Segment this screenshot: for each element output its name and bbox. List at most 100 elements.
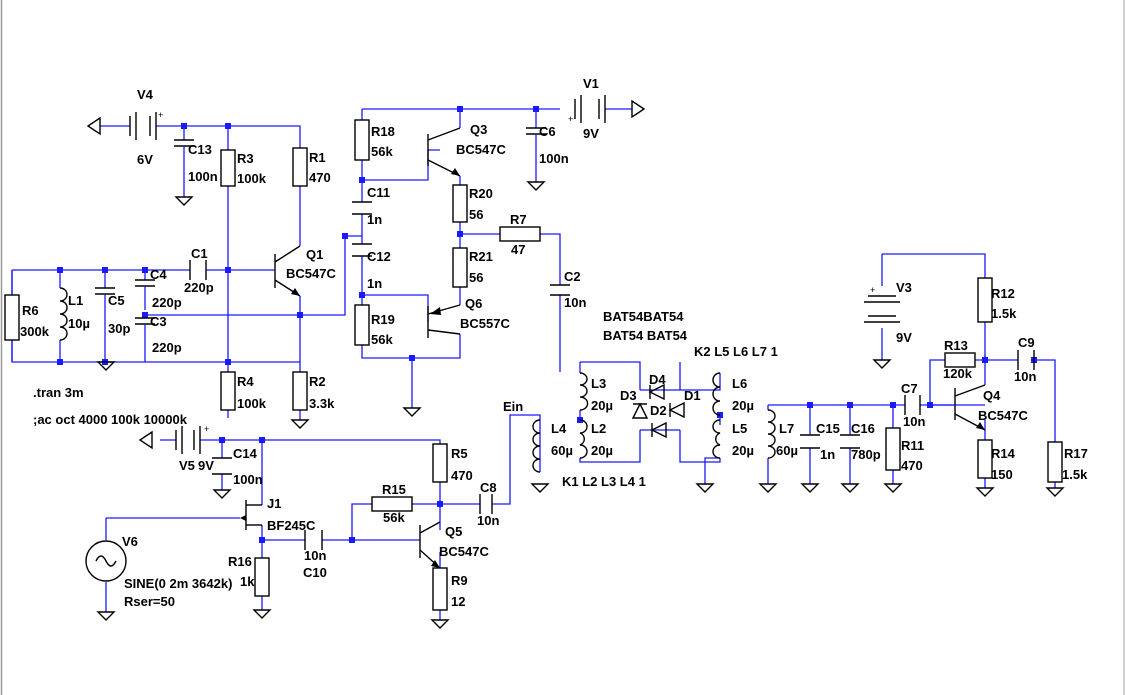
label-v6: V6 — [122, 534, 138, 549]
label-l2-val: 20µ — [591, 443, 613, 458]
label-r12: R12 — [991, 286, 1015, 301]
label-q3: Q3 — [470, 122, 487, 137]
resistors[interactable] — [4, 119, 1063, 611]
capacitors[interactable] — [95, 127, 1035, 550]
label-l5: L5 — [732, 421, 747, 436]
svg-text:+: + — [204, 424, 209, 434]
label-ein: Ein — [503, 399, 523, 414]
label-l6: L6 — [732, 376, 747, 391]
svg-text:+: + — [158, 110, 163, 120]
diodes[interactable] — [631, 383, 685, 439]
label-r21-val: 56 — [469, 270, 483, 285]
label-c14-val: 100n — [233, 472, 263, 487]
label-r6: R6 — [22, 303, 39, 318]
label-c10: C10 — [303, 565, 327, 580]
label-r17-val: 1.5k — [1062, 467, 1088, 482]
label-v4-val: 6V — [137, 152, 153, 167]
label-r19-val: 56k — [371, 332, 393, 347]
label-c9: C9 — [1018, 335, 1035, 350]
label-c15-val: 1n — [820, 447, 835, 462]
label-c10-val: 10n — [304, 548, 326, 563]
label-r19: R19 — [371, 312, 395, 327]
component-labels: V4 6V C13 100n R3 100k R1 470 Q1 BC547C … — [20, 76, 1088, 609]
label-v3-val: 9V — [896, 330, 912, 345]
label-r15: R15 — [382, 482, 406, 497]
label-r20: R20 — [469, 186, 493, 201]
label-k1: K1 L2 L3 L4 1 — [562, 474, 646, 489]
label-l4: L4 — [551, 421, 567, 436]
label-c1-val: 220p — [184, 280, 214, 295]
ground-symbols — [86, 99, 1065, 629]
spice-directives[interactable]: .tran 3m ;ac oct 4000 100k 10000k — [33, 385, 188, 427]
label-j1-val: BF245C — [267, 518, 316, 533]
label-r13: R13 — [944, 338, 968, 353]
label-c14: C14 — [233, 446, 258, 461]
label-r6-val: 300k — [20, 324, 50, 339]
label-r14: R14 — [991, 446, 1016, 461]
battery-v5[interactable]: + — [175, 424, 209, 454]
label-c7: C7 — [901, 381, 918, 396]
battery-v3[interactable]: + — [864, 285, 900, 323]
label-c3: C3 — [150, 314, 167, 329]
label-l4-val: 60µ — [551, 443, 573, 458]
label-c6: C6 — [539, 124, 556, 139]
label-r2: R2 — [309, 374, 326, 389]
label-r3-val: 100k — [237, 171, 267, 186]
label-c13-val: 100n — [188, 169, 218, 184]
label-c4: C4 — [150, 267, 167, 282]
label-q1: Q1 — [306, 247, 323, 262]
label-c13: C13 — [188, 142, 212, 157]
label-c2-val: 10n — [564, 295, 586, 310]
label-c16-val: 780p — [851, 447, 881, 462]
label-r1: R1 — [309, 150, 326, 165]
label-l7: L7 — [779, 421, 794, 436]
label-l1-val: 10µ — [68, 316, 90, 331]
label-r16-val: 1k — [240, 574, 255, 589]
label-r5: R5 — [451, 446, 468, 461]
label-j1: J1 — [267, 496, 281, 511]
label-c12: C12 — [367, 249, 391, 264]
label-d3: D3 — [620, 388, 637, 403]
label-diode-models-2: BAT54 BAT54 — [603, 328, 688, 343]
label-l3-val: 20µ — [591, 398, 613, 413]
label-r2-val: 3.3k — [309, 396, 335, 411]
label-r11-val: 470 — [901, 458, 923, 473]
inductors[interactable] — [59, 287, 776, 473]
label-r4-val: 100k — [237, 396, 267, 411]
directive-tran: .tran 3m — [33, 385, 84, 400]
battery-v1[interactable]: + — [568, 95, 606, 124]
label-r20-val: 56 — [469, 207, 483, 222]
label-c1: C1 — [191, 246, 208, 261]
label-v6-val1: SINE(0 2m 3642k) — [124, 576, 232, 591]
label-l1: L1 — [68, 293, 83, 308]
label-d1: D1 — [684, 388, 701, 403]
label-r5-val: 470 — [451, 468, 473, 483]
label-q3-val: BC547C — [456, 142, 506, 157]
label-v5: V5 — [179, 458, 195, 473]
label-k2: K2 L5 L6 L7 1 — [694, 344, 778, 359]
label-c3-val: 220p — [152, 340, 182, 355]
wires — [11, 108, 1056, 620]
sine-source-v6[interactable] — [85, 540, 127, 582]
label-r14-val: 150 — [991, 467, 1013, 482]
label-r18: R18 — [371, 124, 395, 139]
label-c5-val: 30p — [108, 321, 130, 336]
svg-text:+: + — [568, 114, 573, 124]
label-r1-val: 470 — [309, 170, 331, 185]
label-r17: R17 — [1064, 446, 1088, 461]
label-r16: R16 — [228, 554, 252, 569]
label-c11: C11 — [367, 185, 390, 200]
label-c16: C16 — [851, 421, 875, 436]
label-q6: Q6 — [465, 296, 482, 311]
label-d4: D4 — [649, 372, 666, 387]
label-r15-val: 56k — [383, 510, 405, 525]
label-c12-val: 1n — [367, 276, 382, 291]
label-v1-val: 9V — [583, 126, 599, 141]
label-r3: R3 — [237, 151, 254, 166]
transistors[interactable] — [240, 127, 986, 569]
label-v3: V3 — [896, 280, 912, 295]
label-l6-val: 20µ — [732, 398, 754, 413]
battery-v4[interactable]: + — [129, 110, 163, 140]
label-v5-val: 9V — [198, 458, 214, 473]
